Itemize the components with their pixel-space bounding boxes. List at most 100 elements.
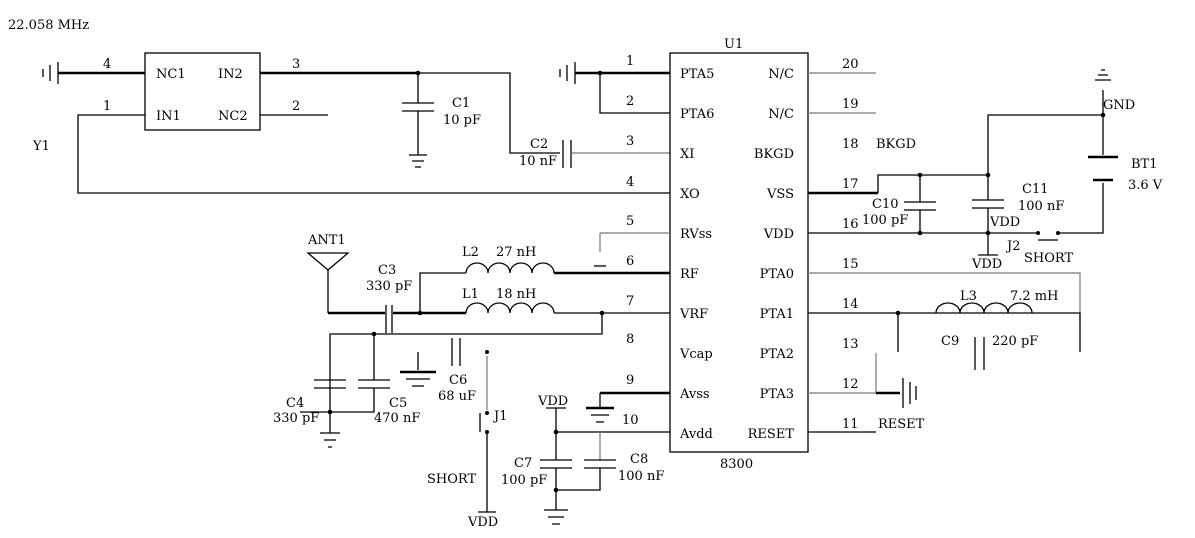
ic-pin-name-3: XI <box>680 147 694 162</box>
c6-ref: C6 <box>449 373 467 388</box>
crystal-pin-num-3: 3 <box>292 57 300 72</box>
c4-ref: C4 <box>286 396 304 411</box>
c5-plates <box>358 379 390 389</box>
c2-plates <box>562 140 572 168</box>
c10-ref: C10 <box>872 197 899 212</box>
j1-label: SHORT <box>427 472 476 487</box>
ic-pin-name-5: RVss <box>680 227 712 242</box>
ic-pin-num-12: 12 <box>842 377 859 392</box>
capacitor-c3: C3 330 pF <box>366 263 412 333</box>
crystal-pin-num-1: 1 <box>103 99 111 114</box>
ic-pin-num-9: 9 <box>626 373 634 388</box>
ic-ref: U1 <box>724 37 743 52</box>
c7-value: 100 pF <box>501 473 547 488</box>
l1-ref: L1 <box>462 287 479 302</box>
ic-pin-name-1: PTA5 <box>680 67 714 82</box>
battery-value: 3.6 V <box>1128 178 1163 193</box>
ic-pin-num-18: 18 <box>842 137 859 152</box>
c8-value: 100 nF <box>618 469 664 484</box>
junction-dot <box>553 429 559 435</box>
ground-icon <box>320 432 340 448</box>
capacitor-c1: C1 10 pF <box>402 73 481 168</box>
vdd-label-j2: VDD <box>971 257 1002 272</box>
ic-u1: U1 8300 PTA5 PTA6 XI XO RVss RF VRF Vcap… <box>622 37 859 472</box>
ic-pin-name-12: PTA3 <box>760 387 794 402</box>
ic-pin-num-2: 2 <box>626 94 634 109</box>
junction-dot <box>553 487 559 493</box>
wire-vrf-filter <box>300 313 603 413</box>
ic-pin-num-20: 20 <box>842 57 859 72</box>
l3-coils <box>935 302 1033 314</box>
crystal-pin-in1: IN1 <box>156 109 181 124</box>
c5-value: 470 nF <box>374 411 420 426</box>
ground-icon <box>559 62 576 84</box>
crystal-pin-num-2: 2 <box>292 99 300 114</box>
c7-ref: C7 <box>514 456 532 471</box>
crystal-ref: Y1 <box>32 139 50 154</box>
ic-pin-num-7: 7 <box>626 294 634 309</box>
jumper-j1: J1 SHORT VDD <box>427 350 507 530</box>
crystal-pin-nc1: NC1 <box>156 67 186 82</box>
l2-ref: L2 <box>462 245 479 260</box>
c11-ref: C11 <box>1022 182 1049 197</box>
c8-plates <box>584 459 616 469</box>
j2-contact-b <box>1056 231 1060 235</box>
junction-dot <box>597 70 603 76</box>
ic-pin-name-15: PTA0 <box>760 267 794 282</box>
capacitor-c7: C7 100 pF <box>501 456 572 488</box>
ground-icon <box>1095 69 1111 81</box>
ic-pin-num-3: 3 <box>626 134 634 149</box>
ic-pin-num-11: 11 <box>842 417 859 432</box>
capacitor-c5: C5 470 nF <box>358 379 420 426</box>
ic-body <box>669 52 809 453</box>
ic-pin-name-7: VRF <box>679 307 708 322</box>
crystal-body <box>144 52 261 131</box>
wire-c7-c8-gnd <box>555 468 601 510</box>
c4-plates <box>314 379 346 389</box>
ground-icon-bars <box>406 378 430 387</box>
wire-gnd-bus <box>987 114 1103 175</box>
ic-pin-name-4: XO <box>680 187 700 202</box>
ic-pin-name-16: VDD <box>763 227 794 242</box>
ground-icon-bars <box>42 65 51 81</box>
wire-pin2 <box>599 73 670 114</box>
c1-value: 10 pF <box>443 113 481 128</box>
c9-ref: C9 <box>941 334 959 349</box>
capacitor-c9: C9 220 pF <box>941 334 1038 370</box>
c4-value: 330 pF <box>273 411 319 426</box>
wire-vss-bus <box>877 174 988 193</box>
ic-pin-num-4: 4 <box>626 175 634 190</box>
capacitor-c6: C6 68 uF <box>438 338 476 404</box>
j2-contact-a <box>1036 231 1040 235</box>
capacitor-c10: C10 100 pF <box>862 172 936 236</box>
c3-ref: C3 <box>378 263 396 278</box>
reset-label: RESET <box>878 417 925 432</box>
inductor-l3: L3 7.2 mH <box>935 289 1058 314</box>
l2-coils <box>465 262 555 274</box>
ic-pin-num-5: 5 <box>626 214 634 229</box>
bkgd-net-label: BKGD <box>876 137 916 152</box>
ic-pin-num-10: 10 <box>622 413 639 428</box>
capacitor-c4: C4 330 pF <box>273 379 346 426</box>
inductor-l2: L2 27 nH <box>462 245 555 274</box>
ic-pin-num-13: 13 <box>842 337 859 352</box>
crystal-y1: NC1 IN2 IN1 NC2 4 3 1 2 Y1 <box>32 52 300 154</box>
l1-value: 18 nH <box>496 287 536 302</box>
wire-l2-branch <box>419 272 466 313</box>
ic-pin-num-16: 16 <box>842 217 859 232</box>
j1-contact-a <box>485 411 489 415</box>
crystal-pin-num-4: 4 <box>103 57 111 72</box>
jumper-j2: J2 SHORT <box>1005 231 1073 266</box>
j2-ref: J2 <box>1005 239 1020 254</box>
ic-pin-name-14: PTA1 <box>760 307 794 322</box>
capacitor-c8: C8 100 nF <box>584 452 664 484</box>
c9-value: 220 pF <box>992 334 1038 349</box>
ic-pin-name-10: Avdd <box>679 427 713 442</box>
ic-pin-num-14: 14 <box>842 297 859 312</box>
wire-xo-net <box>77 114 670 194</box>
c11-plates <box>972 199 1004 209</box>
ic-pin-num-6: 6 <box>626 254 634 269</box>
l3-value: 7.2 mH <box>1010 289 1058 304</box>
wire-c4-c5 <box>330 388 375 413</box>
